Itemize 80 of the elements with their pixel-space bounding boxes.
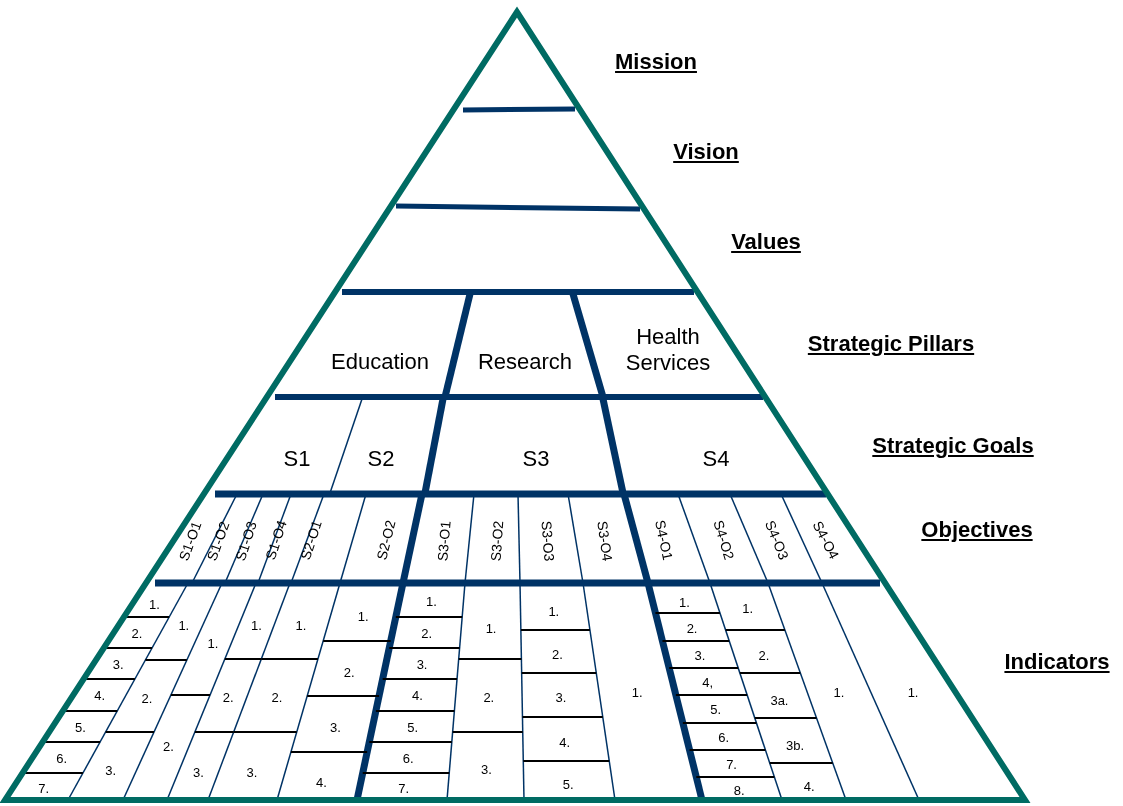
- goal-label: S3: [522, 446, 550, 472]
- objective-label: S1-O3: [232, 519, 260, 563]
- indicator-label: 7.: [38, 780, 50, 796]
- indicator-label: 1.: [907, 684, 919, 700]
- goal-label: S1: [283, 446, 311, 472]
- indicator-label: 1.: [295, 617, 307, 633]
- indicator-label: 2.: [162, 738, 174, 754]
- indicator-label: 3.: [416, 656, 428, 672]
- indicator-label: 5.: [407, 719, 419, 735]
- indicator-label: 3.: [105, 762, 117, 778]
- indicator-label: 3.: [112, 656, 124, 672]
- indicator-label: 1.: [679, 594, 690, 610]
- indicator-label: 1.: [742, 600, 754, 616]
- tier-heading: Indicators: [1004, 649, 1110, 675]
- indicator-label: 2.: [271, 689, 283, 705]
- pillar-label: Health Services: [608, 324, 728, 376]
- objective-label: S4-O1: [651, 518, 677, 562]
- indicator-label: 1.: [631, 684, 643, 700]
- indicator-label: 1.: [207, 635, 219, 651]
- indicator-label: 2.: [483, 689, 495, 705]
- indicator-label: 2.: [222, 689, 234, 705]
- objective-label: S3-O3: [538, 520, 558, 562]
- indicator-label: 3.: [694, 647, 706, 663]
- tier-heading: Mission: [615, 49, 697, 75]
- indicator-label: 6.: [56, 750, 68, 766]
- tier-heading: Vision: [673, 139, 739, 165]
- indicator-label: 1.: [548, 603, 560, 619]
- indicator-label: 2.: [141, 690, 153, 706]
- indicator-label: 4.: [559, 734, 571, 750]
- indicator-label: 6.: [402, 750, 414, 766]
- tier-heading: Strategic Pillars: [807, 331, 975, 357]
- pillar-label: Research: [477, 349, 573, 375]
- indicator-label: 3a.: [770, 692, 789, 708]
- objective-label: S3-O4: [594, 519, 616, 563]
- indicator-label: 1.: [357, 608, 369, 624]
- indicator-label: 5.: [710, 701, 721, 717]
- indicator-label: 1.: [833, 684, 845, 700]
- indicator-label: 3b.: [785, 737, 804, 753]
- indicator-label: 2.: [131, 625, 143, 641]
- goal-label: S2: [367, 446, 395, 472]
- indicator-label: 7.: [726, 756, 737, 772]
- indicator-label: 3.: [329, 719, 341, 735]
- indicator-label: 2.: [343, 664, 355, 680]
- indicator-label: 3.: [193, 764, 204, 780]
- indicator-label: 2.: [758, 647, 770, 663]
- indicator-label: 3.: [555, 689, 567, 705]
- pillar-label: Education: [331, 349, 429, 375]
- objective-label: S4-O2: [710, 518, 738, 562]
- indicator-label: 4.: [316, 774, 327, 790]
- indicator-label: 1.: [178, 617, 190, 633]
- goal-label: S4: [702, 446, 730, 472]
- objective-label: S2-O1: [297, 518, 325, 562]
- indicator-label: 1.: [425, 593, 437, 609]
- tier-heading: Objectives: [921, 517, 1033, 543]
- objective-label: S2-O2: [373, 518, 399, 562]
- indicator-label: 1.: [251, 617, 262, 633]
- indicator-label: 1.: [485, 620, 497, 636]
- indicator-label: 3.: [481, 761, 492, 777]
- objective-label: S1-O2: [203, 519, 233, 563]
- indicator-label: 6.: [718, 729, 730, 745]
- indicator-label: 5.: [562, 776, 574, 792]
- tier-heading: Strategic Goals: [872, 433, 1034, 459]
- objective-label: S3-O2: [487, 520, 507, 562]
- objective-label: S4-O3: [762, 518, 792, 562]
- indicator-label: 7.: [398, 780, 410, 796]
- indicator-label: 2.: [686, 620, 698, 636]
- indicator-label: 4.: [803, 778, 815, 794]
- indicator-label: 4.: [94, 687, 106, 703]
- indicator-label: 5.: [74, 719, 86, 735]
- indicator-label: 2.: [551, 646, 563, 662]
- indicator-label: 4.: [412, 687, 423, 703]
- objective-label: S1-O1: [175, 519, 205, 563]
- indicator-label: 2.: [421, 625, 433, 641]
- indicator-label: 1.: [148, 596, 160, 612]
- objective-label: S3-O1: [434, 520, 454, 562]
- indicator-label: 3.: [246, 764, 258, 780]
- indicator-label: 8.: [733, 782, 745, 798]
- indicator-label: 4,: [702, 674, 714, 690]
- objective-label: S1-O4: [262, 518, 290, 562]
- tier-heading: Values: [731, 229, 801, 255]
